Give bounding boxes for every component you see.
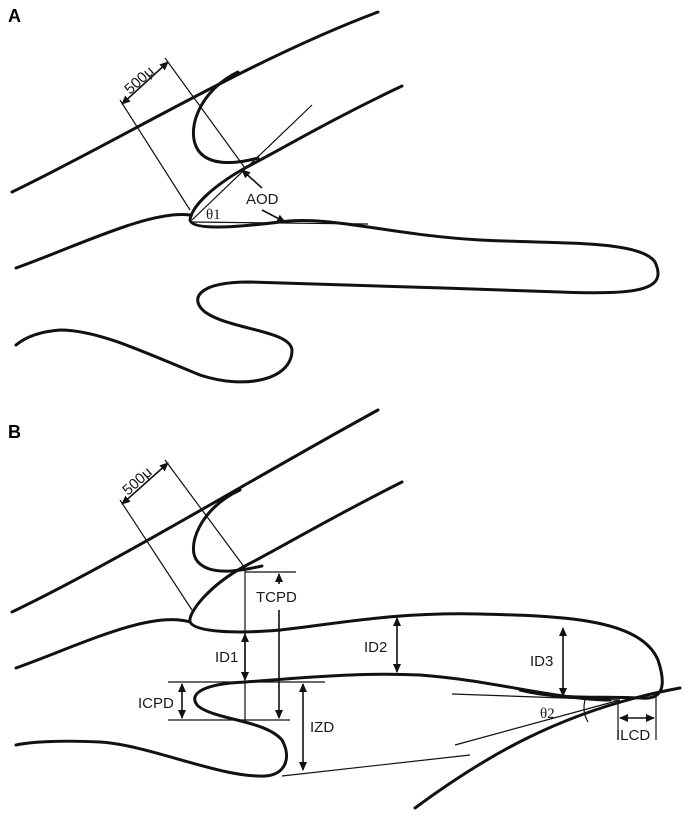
scale-arrow-b [121, 462, 169, 505]
theta1-label: θ1 [206, 207, 221, 223]
iris-upper-b [14, 612, 664, 700]
aod-arrow-down [261, 209, 286, 223]
izd-label: IZD [310, 719, 334, 736]
scale-line-a1 [119, 99, 191, 211]
iris-middle-b [14, 672, 612, 778]
aod-arrow-up [241, 169, 263, 189]
icpd-label: ICPD [138, 695, 174, 712]
lens-surface-b [413, 686, 682, 810]
panel-a-label: A [8, 6, 21, 26]
panel-b: B 500μ TCPD ID1 ID2 ID3 [8, 408, 682, 810]
cornea-outer-b [10, 408, 380, 614]
theta2-line-lower [454, 699, 621, 746]
izd-base-line [281, 754, 471, 777]
scleral-lobe-b [192, 488, 264, 573]
ilcd-label: ILCD [616, 727, 650, 744]
theta1-line-lower [191, 221, 369, 225]
scleral-lobe-a [192, 70, 260, 164]
theta2-arc [583, 699, 589, 723]
scale-label-a: 500μ [121, 63, 157, 98]
panel-b-label: B [8, 422, 21, 442]
scale-arrow-a [121, 61, 169, 105]
panel-a: A 500μ θ1 AOD [8, 6, 660, 384]
theta2-label: θ2 [540, 706, 555, 722]
theta1-line-upper [191, 104, 313, 221]
scale-label-b: 500μ [119, 464, 155, 499]
aod-label: AOD [246, 191, 279, 208]
tcpd-label: TCPD [256, 589, 297, 606]
id1-label: ID1 [215, 649, 238, 666]
iris-a [14, 213, 660, 384]
id2-label: ID2 [364, 639, 387, 656]
cornea-inner-a [188, 84, 404, 229]
scale-line-b1 [119, 499, 193, 611]
theta2-line-upper [451, 693, 621, 701]
cornea-inner-b [188, 480, 404, 634]
cornea-outer-a [10, 10, 380, 194]
id3-label: ID3 [530, 653, 553, 670]
scale-line-b2 [164, 459, 246, 569]
scale-line-a2 [164, 57, 246, 169]
